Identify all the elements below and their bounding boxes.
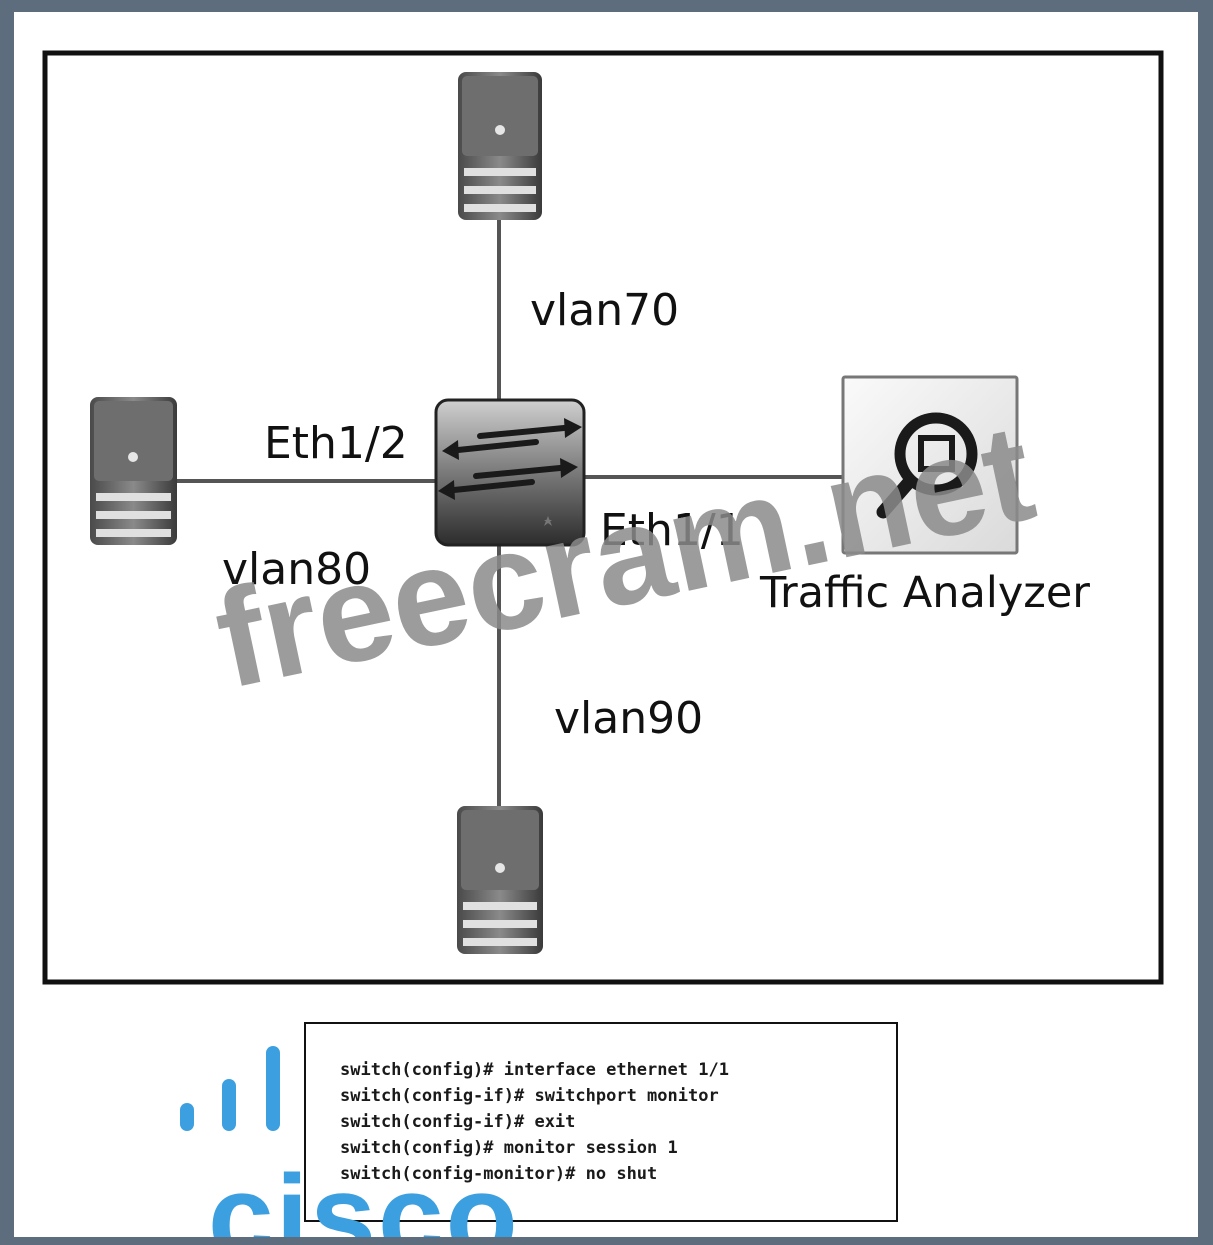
traffic-analyzer-label: Traffic Analyzer	[760, 568, 1090, 618]
vlan70-label: vlan70	[530, 285, 680, 336]
cisco-logo-text: cisco	[208, 1151, 520, 1237]
traffic-analyzer	[841, 375, 1019, 555]
config-line: switch(config)# interface ethernet 1/1	[340, 1060, 729, 1080]
port-eth1-1-label: Eth1/1	[600, 505, 744, 556]
layer2-switch-icon	[434, 398, 586, 547]
config-line: switch(config-if)# switchport monitor	[340, 1086, 719, 1106]
config-box: switch(config)# interface ethernet 1/1 s…	[304, 1022, 898, 1222]
vlan90-label: vlan90	[554, 693, 704, 744]
server-icon	[458, 72, 542, 220]
config-line: switch(config)# monitor session 1	[340, 1138, 678, 1158]
links	[177, 215, 842, 808]
server-icon	[457, 806, 543, 954]
vlan80-label: vlan80	[222, 544, 372, 595]
cisco-logo-text-clip: cisco	[0, 1150, 1213, 1237]
port-eth1-2-label: Eth1/2	[264, 418, 408, 469]
config-line: switch(config-if)# exit	[340, 1112, 576, 1132]
config-line: switch(config-monitor)# no shut	[340, 1164, 658, 1184]
server-icon	[90, 397, 177, 545]
magnifier-icon	[876, 412, 978, 519]
diagram-border	[42, 50, 1164, 985]
